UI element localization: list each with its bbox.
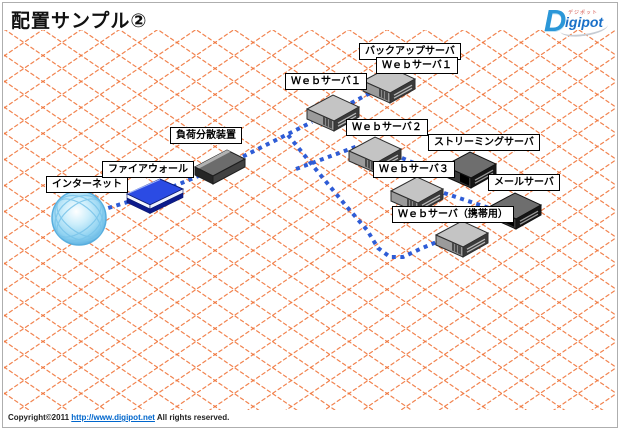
mobile-web-server-icon [435,220,489,258]
copyright-prefix: Copyright©2011 [8,413,70,422]
grid-line [4,30,273,213]
copyright-link[interactable]: http://www.digipot.net [71,413,155,422]
grid-line [4,30,159,135]
page-title: 配置サンプル② [11,11,148,32]
grid-line [4,30,350,265]
copyright-line: Copyright©2011 http://www.digipot.net Al… [8,413,229,422]
grid-line [4,184,336,410]
grid-line [208,133,616,410]
grid-line [4,54,528,410]
grid-line [4,80,489,410]
link-internet-to-web1 [91,120,313,215]
grid-line [4,30,541,395]
grid-line [4,210,298,410]
grid-line [272,30,616,264]
logo-text: igipot [565,14,604,30]
node-label-web1: Ｗｅｂサーバ１ [285,73,367,90]
node-label-web1-top: Ｗｅｂサーバ１ [376,57,458,74]
grid-line [247,159,616,410]
grid-line [4,158,375,410]
grid-line [119,30,616,368]
grid-line [4,30,503,369]
node-label-internet: インターネット [46,176,128,193]
grid-line [4,30,197,161]
grid-line [4,30,120,109]
node-label-web2: Ｗｅｂサーバ２ [346,119,428,136]
grid-line [42,30,604,410]
logo-initial: D [544,3,567,38]
node-label-mail: メールサーバ [488,174,560,191]
grid-line [4,262,222,410]
node-label-streaming: ストリーミングサーバ [428,134,540,151]
grid-line [4,236,260,410]
grid-line [17,30,579,410]
grid-line [55,30,616,410]
link-branch-to-mobile [286,133,440,259]
link-branch-to-web2 [295,144,359,171]
load-balancer-icon [194,149,246,185]
grid-line [94,55,616,410]
grid-line [4,30,566,410]
copyright-suffix: All rights reserved. [156,413,230,422]
grid-line [285,185,616,410]
grid-line [132,81,616,410]
grid-line [157,30,616,342]
grid-line [4,132,413,410]
node-label-web3: Ｗｅｂサーバ３ [373,161,455,178]
link-web1-to-backup [335,89,375,113]
node-label-web-mobile: Ｗｅｂサーバ（携帯用） [392,206,514,223]
digipot-logo: D デジポット igipot [544,2,612,42]
connection-lines [91,89,490,259]
grid-line [4,30,464,343]
grid-line [4,288,184,410]
node-label-load-balancer: 負荷分散装置 [170,127,242,144]
logo-ruby: デジポット [568,10,599,16]
grid-line [4,30,235,187]
internet-globe-icon [51,190,107,246]
grid-line [170,107,616,410]
node-label-firewall: ファイアウォール [102,161,194,178]
grid-line [80,30,616,394]
grid-line [4,314,145,410]
